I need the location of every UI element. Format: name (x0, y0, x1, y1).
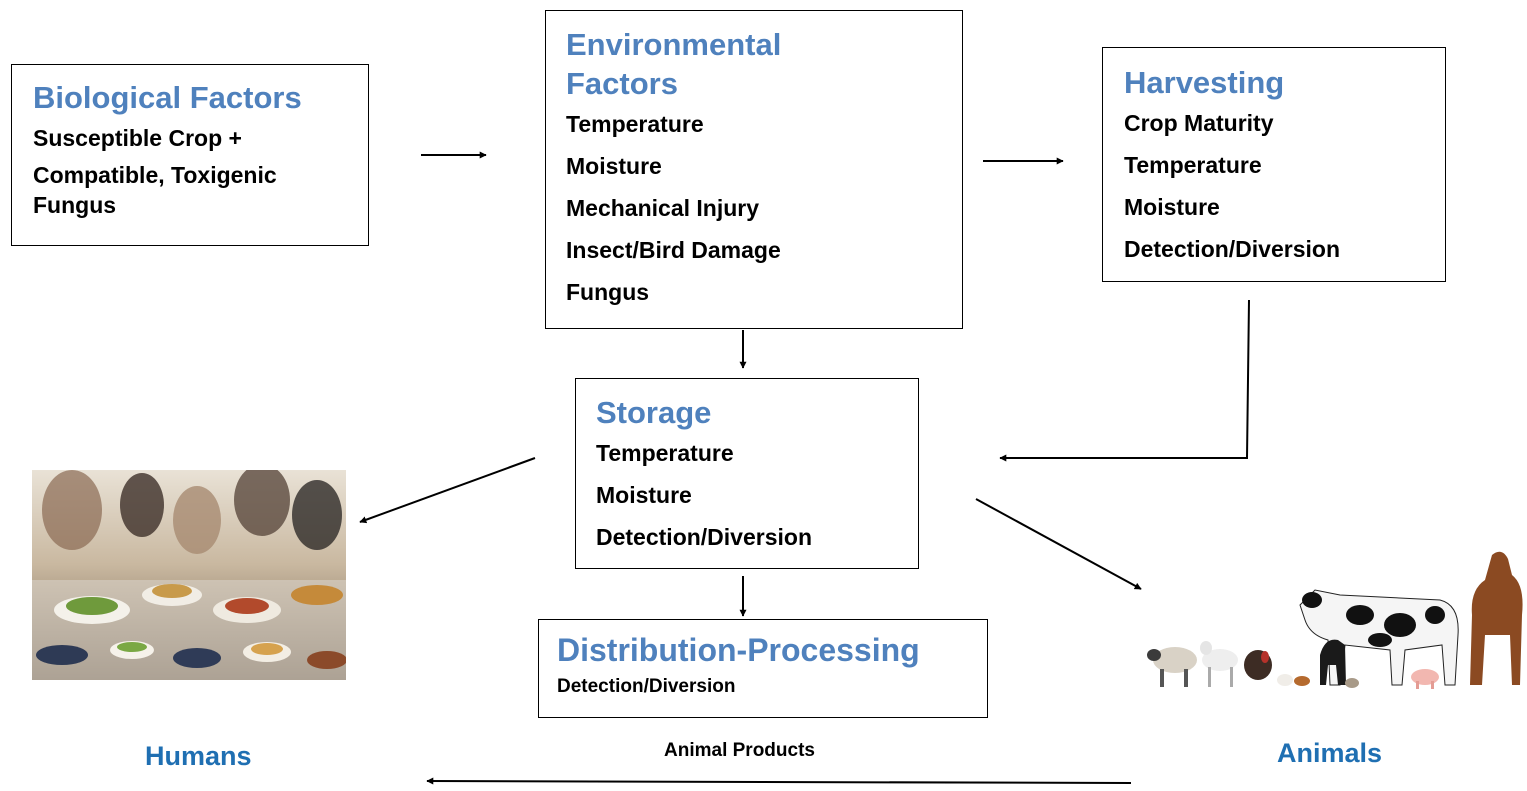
storage-item: Detection/Diversion (596, 524, 812, 550)
distribution-processing-box: Distribution-Processing Detection/Divers… (538, 619, 988, 718)
humans-label: Humans (145, 741, 252, 771)
storage-item: Temperature (596, 440, 734, 466)
animal-products-label: Animal Products (664, 740, 815, 761)
environmental-factors-title-line: Environmental (566, 27, 782, 62)
harvesting-item: Moisture (1124, 194, 1220, 220)
buffet-food-photo (32, 470, 346, 680)
harvesting-item: Temperature (1124, 152, 1262, 178)
arrow-harvesting-to-storage (999, 299, 1250, 462)
arrow-storage-to-humans (359, 457, 536, 524)
farm-animals-drawing (1147, 551, 1523, 689)
harvesting-title: Harvesting (1124, 65, 1285, 100)
arrow-storage-to-animals (975, 498, 1142, 590)
harvesting-item: Crop Maturity (1124, 110, 1274, 136)
environmental-item: Fungus (566, 279, 650, 305)
storage-box: Storage Temperature Moisture Detection/D… (575, 378, 919, 569)
environmental-item: Mechanical Injury (566, 195, 760, 221)
buffet-food-drawing (32, 470, 346, 680)
environmental-factors-box: Environmental Factors Temperature Moistu… (545, 10, 963, 329)
biological-item: Compatible, Toxigenic (33, 162, 277, 188)
storage-title: Storage (596, 395, 712, 430)
environmental-item: Insect/Bird Damage (566, 237, 781, 263)
biological-factors-box: Biological Factors Susceptible Crop + Co… (11, 64, 369, 246)
environmental-item: Temperature (566, 111, 704, 137)
harvesting-item: Detection/Diversion (1124, 236, 1340, 262)
environmental-factors-title-line: Factors (566, 66, 678, 101)
animals-label: Animals (1277, 738, 1383, 768)
environmental-item: Moisture (566, 153, 662, 179)
storage-item: Moisture (596, 482, 692, 508)
arrow-animal-products-to-humans (426, 777, 1132, 785)
biological-item: Fungus (33, 192, 117, 218)
distribution-item: Detection/Diversion (557, 676, 736, 697)
biological-factors-title: Biological Factors (33, 80, 302, 115)
distribution-processing-title: Distribution-Processing (557, 632, 920, 668)
farm-animals-photo (1140, 545, 1527, 705)
biological-item: Susceptible Crop + (33, 125, 242, 151)
harvesting-box: Harvesting Crop Maturity Temperature Moi… (1102, 47, 1446, 282)
